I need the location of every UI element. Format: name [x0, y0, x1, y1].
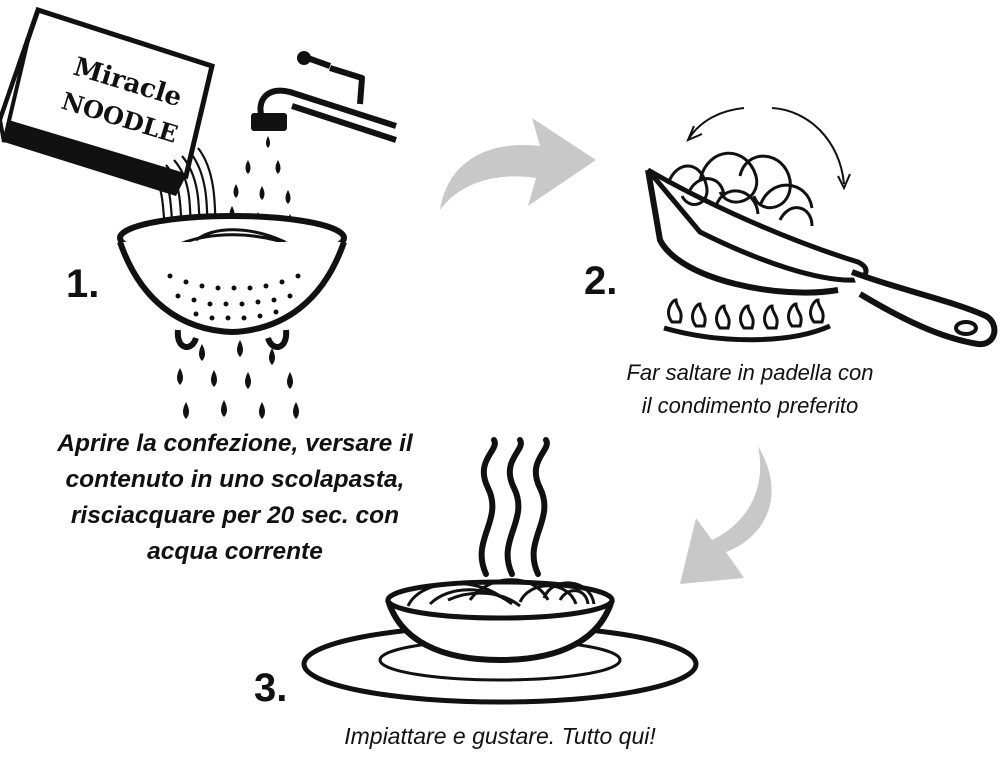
water-drops-icon	[177, 340, 299, 419]
step-1-caption: Aprire la confezione, versare il contenu…	[0, 426, 470, 570]
pan-icon	[645, 151, 998, 348]
step-3-line-1: Impiattare e gustare. Tutto qui!	[344, 723, 656, 749]
step-3-number: 3.	[254, 666, 288, 710]
step-2-line-1: Far saltare in padella con	[626, 360, 874, 385]
step-1-number: 1.	[66, 262, 100, 306]
curved-arrow-icon	[440, 118, 596, 210]
colander-icon	[117, 213, 347, 350]
step-1-line-4: acqua corrente	[147, 538, 323, 565]
step-1-line-3: risciacquare per 20 sec. con	[70, 502, 400, 529]
steam-icon	[478, 437, 550, 577]
step-2-caption: Far saltare in padella con il condimento…	[560, 356, 940, 422]
step-3-caption: Impiattare e gustare. Tutto qui!	[250, 720, 750, 752]
curved-arrow-icon	[680, 446, 772, 584]
flame-icon	[663, 298, 832, 343]
step-2-line-2: il condimento preferito	[641, 393, 859, 418]
bowl-icon	[385, 578, 615, 664]
package-icon: Miracle NOODLE	[0, 6, 215, 196]
step-1-line-2: contenuto in uno scolapasta,	[65, 466, 405, 493]
faucet-icon	[251, 51, 397, 143]
step-1-line-1: Aprire la confezione, versare il	[57, 430, 413, 457]
step-2-number: 2.	[584, 259, 618, 303]
rotation-arrows	[686, 107, 851, 191]
